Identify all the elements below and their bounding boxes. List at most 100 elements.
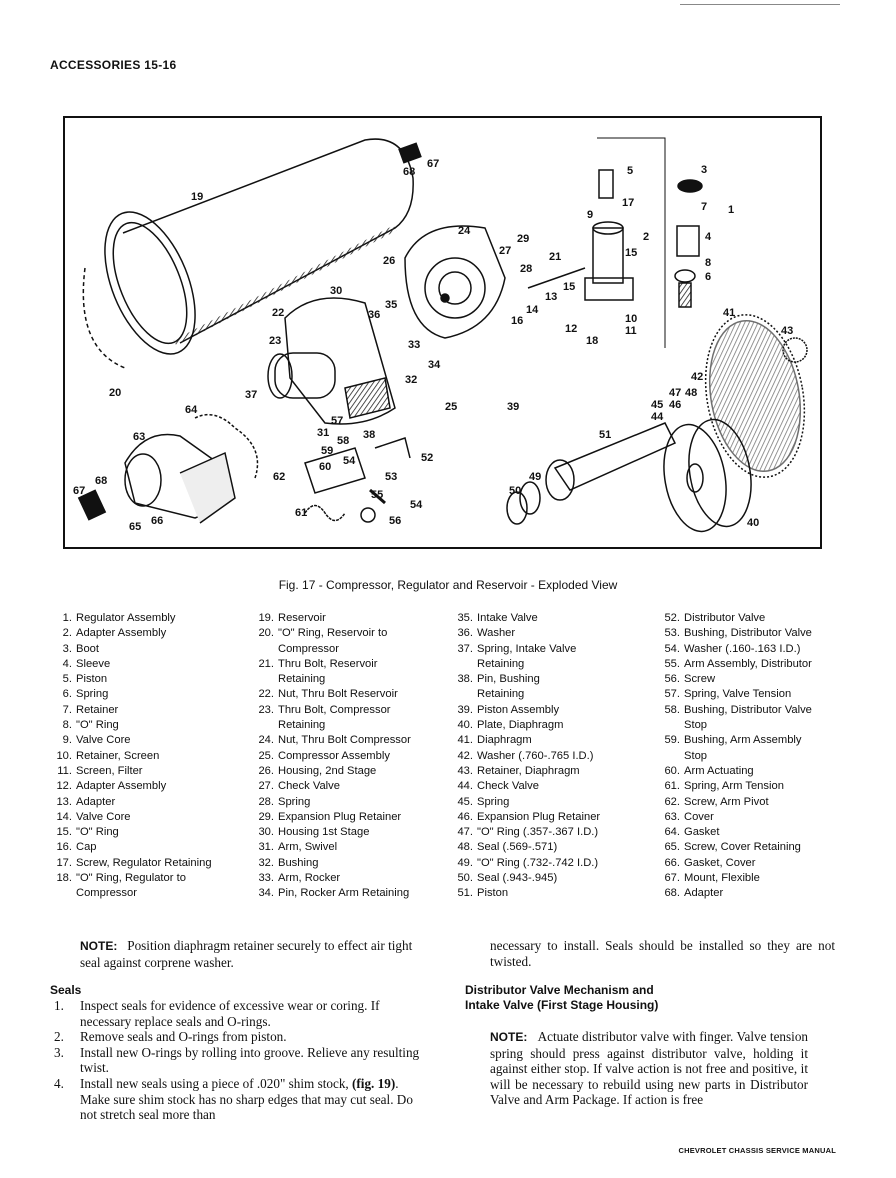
part-name: Screw, Cover Retaining xyxy=(684,841,801,854)
callout-19: 19 xyxy=(191,191,203,203)
parts-list-item: 64.Gasket xyxy=(660,825,850,840)
part-number: 60. xyxy=(664,764,680,777)
part-number: 5. xyxy=(62,673,72,686)
part-number: 50. xyxy=(457,872,473,885)
part-name: Expansion Plug Retainer xyxy=(278,810,402,823)
part-number: 2. xyxy=(62,627,72,640)
callout-65: 65 xyxy=(129,521,141,533)
part-number: 26. xyxy=(258,764,274,777)
part-number: 46. xyxy=(457,810,473,823)
part-number: 45. xyxy=(457,795,473,808)
callout-20: 20 xyxy=(109,387,121,399)
parts-list-item: 16.Cap xyxy=(52,840,252,855)
callout-33: 33 xyxy=(408,339,420,351)
part-name: Arm, Rocker xyxy=(278,872,341,885)
part-number: 31. xyxy=(258,841,274,854)
parts-list-item: 55.Arm Assembly, Distributor xyxy=(660,657,850,672)
parts-list-item: 3.Boot xyxy=(52,642,252,657)
figure-caption: Fig. 17 - Compressor, Regulator and Rese… xyxy=(278,578,618,592)
part-name: Arm Assembly, Distributor xyxy=(684,657,812,670)
part-number: 53. xyxy=(664,627,680,640)
parts-list-item: 50.Seal (.943-.945) xyxy=(453,871,658,886)
part-name: Pin, Rocker Arm Retaining xyxy=(278,887,410,900)
part-number: 30. xyxy=(258,826,274,839)
part-name: Check Valve xyxy=(278,780,340,793)
parts-list-item: 66.Gasket, Cover xyxy=(660,856,850,871)
part-name: Nut, Thru Bolt Compressor xyxy=(278,734,411,747)
callout-46: 46 xyxy=(669,399,681,411)
part-name: Screw, Regulator Retaining xyxy=(76,856,212,869)
callout-16: 16 xyxy=(511,315,523,327)
parts-list-item: 48. Seal (.569-.571) xyxy=(453,840,658,855)
callout-68: 68 xyxy=(95,475,107,487)
callout-17: 17 xyxy=(622,197,634,209)
parts-list-item: 51.Piston xyxy=(453,886,658,901)
part-name: Spring, Valve Tension xyxy=(684,688,792,701)
part-name: Bushing, Arm Assembly Stop xyxy=(684,734,802,762)
part-name: Seal (.569-.571) xyxy=(477,841,558,854)
part-name: Piston Assembly xyxy=(477,703,560,716)
part-name: Thru Bolt, Compressor Retaining xyxy=(278,703,391,732)
part-name: Spring, Arm Tension xyxy=(684,780,784,793)
part-number: 25. xyxy=(258,749,274,762)
callout-47: 47 xyxy=(669,387,681,399)
callout-37: 37 xyxy=(245,389,257,401)
parts-list-item: 43.Retainer, Diaphragm xyxy=(453,764,658,779)
note-text: Position diaphragm retainer securely to … xyxy=(80,938,413,970)
parts-list-item: 44.Check Valve xyxy=(453,779,658,794)
seals-step: 3.Install new O-rings by rolling into gr… xyxy=(54,1044,420,1076)
part-number: 59. xyxy=(664,734,680,747)
part-number: 17. xyxy=(56,856,72,869)
callout-23: 23 xyxy=(269,335,281,347)
callout-13: 13 xyxy=(545,291,557,303)
part-number: 40. xyxy=(457,719,473,732)
callout-64: 64 xyxy=(185,404,198,416)
part-name: Valve Core xyxy=(76,734,131,747)
parts-list-item: 20."O" Ring, Reservoir to Compressor xyxy=(254,626,450,657)
callout-1: 1 xyxy=(728,204,734,216)
part-number: 68. xyxy=(664,887,680,900)
callout-66: 66 xyxy=(151,515,163,527)
callout-6: 6 xyxy=(705,271,711,283)
part-name: Arm Actuating xyxy=(684,764,754,777)
callout-15: 15 xyxy=(625,247,637,259)
callout-60: 60 xyxy=(319,461,331,473)
part-number: 24. xyxy=(258,734,274,747)
part-number: 27. xyxy=(258,780,274,793)
parts-list-item: 61. Spring, Arm Tension xyxy=(660,779,850,794)
part-number: 61. xyxy=(664,780,680,793)
callout-2: 2 xyxy=(643,231,649,243)
callout-5: 5 xyxy=(627,165,633,177)
part-name: Piston xyxy=(477,887,509,900)
parts-list-item: 58.Bushing, Distributor Valve Stop xyxy=(660,703,850,734)
part-number: 28. xyxy=(258,795,274,808)
note-label: NOTE: xyxy=(490,1030,528,1044)
part-number: 9. xyxy=(62,734,72,747)
callout-10: 10 xyxy=(625,313,637,325)
parts-list-item: 13.Adapter xyxy=(52,795,252,810)
figure-reference: (fig. 19) xyxy=(352,1075,396,1091)
part-number: 32. xyxy=(258,856,274,869)
page-header: ACCESSORIES 15-16 xyxy=(50,58,177,72)
parts-list-item: 27. Check Valve xyxy=(254,779,450,794)
parts-list-item: 25.Compressor Assembly xyxy=(254,749,450,764)
note-text: Actuate distributor valve with finger. V… xyxy=(490,1029,809,1108)
part-number: 48. xyxy=(457,841,473,854)
first-stage-housing-drawing xyxy=(267,297,396,425)
distributor-valve-heading: Distributor Valve Mechanism and Intake V… xyxy=(465,983,659,1012)
part-name: Gasket, Cover xyxy=(684,856,756,869)
part-name: Expansion Plug Retainer xyxy=(477,810,601,823)
part-name: Washer (.160-.163 I.D.) xyxy=(684,642,801,655)
diaphragm-drawing xyxy=(663,314,808,533)
part-number: 52. xyxy=(664,612,680,624)
callout-25: 25 xyxy=(445,401,457,413)
part-number: 11. xyxy=(57,764,72,777)
part-number: 4. xyxy=(62,657,72,670)
seals-step: 4.Install new seals using a piece of .02… xyxy=(54,1075,413,1123)
part-name: Arm, Swivel xyxy=(278,841,338,854)
part-number: 42. xyxy=(457,749,473,762)
callout-40: 40 xyxy=(747,517,759,529)
callout-68b: 68 xyxy=(403,166,415,178)
callout-42: 42 xyxy=(691,371,703,383)
part-number: 10. xyxy=(56,749,72,762)
